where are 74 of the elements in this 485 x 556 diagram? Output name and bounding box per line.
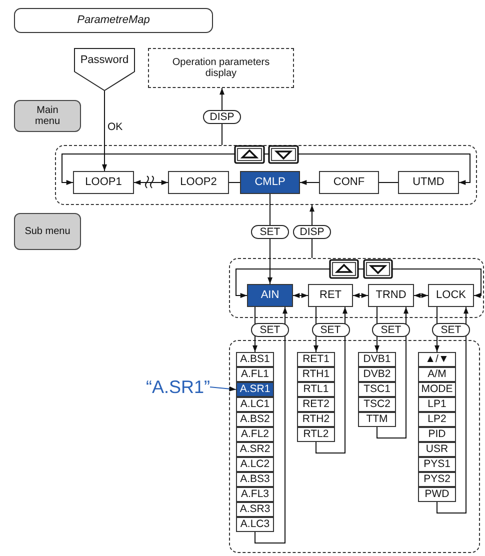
arrow <box>134 180 168 185</box>
key-label: SET <box>312 322 350 336</box>
arrow <box>102 90 107 172</box>
parameter-cell: RET2 <box>297 397 335 412</box>
arrow <box>62 154 470 185</box>
menu-box: LOOP2 <box>168 171 229 194</box>
dashed-group <box>55 145 477 205</box>
parameter-cell: RTL1 <box>297 382 335 397</box>
parameter-cell: A.FL3 <box>236 487 274 502</box>
parameter-cell: TSC1 <box>358 382 396 397</box>
parameter-cell: LP2 <box>418 412 456 427</box>
arrow <box>436 306 468 514</box>
key-label: SET <box>251 225 289 239</box>
key-label: SET <box>372 322 410 336</box>
connector <box>228 182 240 183</box>
parameter-cell: A.SR2 <box>236 442 274 457</box>
parameter-cell: A/M <box>418 367 456 382</box>
menu-box: CMLP <box>240 171 300 194</box>
menu-tag: Sub menu <box>14 213 81 250</box>
arrow <box>376 306 408 438</box>
menu-box: TRND <box>368 284 414 307</box>
dashed-group <box>229 258 484 318</box>
parameter-cell: DVB1 <box>358 352 396 367</box>
key-label: DISP <box>203 110 241 124</box>
parameter-cell: A.BS3 <box>236 472 274 487</box>
key-label: DISP <box>293 224 331 238</box>
arrow <box>414 293 428 298</box>
parameter-cell: DVB2 <box>358 367 396 382</box>
arrow <box>316 306 348 454</box>
menu-box: UTMD <box>398 171 459 194</box>
parameter-cell: PID <box>418 427 456 442</box>
parameter-cell: PYS1 <box>418 457 456 472</box>
display-box: Operation parameters display <box>148 48 294 88</box>
parameter-cell: PWD <box>418 487 456 502</box>
title-box: ParametreMap <box>14 8 213 33</box>
menu-box: AIN <box>247 284 293 307</box>
parameter-cell: A.BS1 <box>236 352 274 367</box>
arrow <box>292 293 308 298</box>
parameter-cell: A.FL1 <box>236 367 274 382</box>
leader-line <box>210 386 236 392</box>
arrow <box>352 293 368 298</box>
menu-tag: Main menu <box>14 100 81 132</box>
parameter-cell: A.LC3 <box>236 517 274 532</box>
arrow <box>236 268 482 298</box>
password-pentagon: Password <box>74 48 135 91</box>
parameter-cell: LP1 <box>418 397 456 412</box>
connector <box>378 182 398 183</box>
parameter-cell: PYS2 <box>418 472 456 487</box>
edge-label: OK <box>108 121 123 133</box>
parameter-cell: ▲/▼ <box>418 352 456 367</box>
parameter-cell: A.SR3 <box>236 502 274 517</box>
arrow <box>300 180 320 185</box>
key-label: SET <box>432 322 470 336</box>
dashed-group <box>229 340 480 553</box>
callout-text: “A.SR1” <box>114 374 210 400</box>
parameter-cell: A.LC2 <box>236 457 274 472</box>
parameter-cell: A.LC1 <box>236 397 274 412</box>
menu-box: CONF <box>319 171 379 194</box>
menu-box: LOCK <box>428 284 474 307</box>
menu-box: RET <box>308 284 353 307</box>
parameter-cell: RTH1 <box>297 367 335 382</box>
parameter-cell: RET1 <box>297 352 335 367</box>
arrow <box>254 306 288 544</box>
parameter-cell: MODE <box>418 382 456 397</box>
parameter-cell: USR <box>418 442 456 457</box>
parameter-cell: RTH2 <box>297 412 335 427</box>
parameter-cell: A.FL2 <box>236 427 274 442</box>
parameter-cell: A.SR1 <box>236 382 274 397</box>
parameter-cell: RTL2 <box>297 427 335 442</box>
parameter-cell: TSC2 <box>358 397 396 412</box>
parameter-cell: TTM <box>358 412 396 427</box>
menu-box: LOOP1 <box>73 171 134 194</box>
key-label: SET <box>251 322 289 336</box>
parameter-cell: A.BS2 <box>236 412 274 427</box>
